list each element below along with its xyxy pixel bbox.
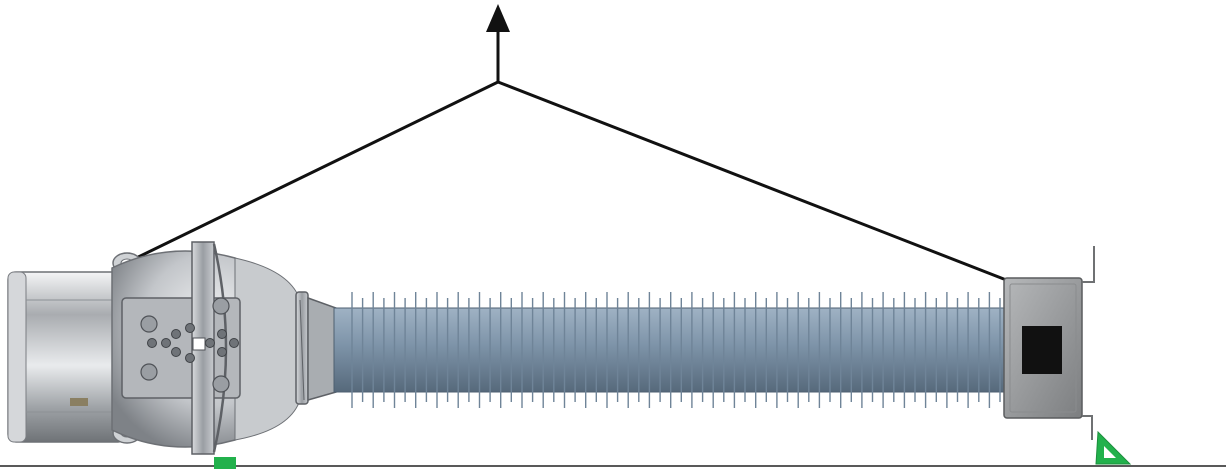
sling-left-leg bbox=[127, 80, 499, 264]
display-window bbox=[1022, 326, 1062, 374]
insulator-sheds bbox=[351, 292, 1001, 408]
flange-bolts bbox=[140, 297, 230, 393]
neck-flange bbox=[295, 291, 337, 405]
cylinder-housing bbox=[7, 271, 127, 443]
sling-right-leg bbox=[497, 80, 1015, 285]
front-flange-plate bbox=[121, 241, 241, 455]
triangle-support-inner bbox=[1104, 446, 1116, 458]
triangle-support-icon bbox=[1095, 430, 1132, 465]
square-support-icon bbox=[214, 457, 236, 469]
top-bracket bbox=[1082, 246, 1095, 283]
nameplate-icon bbox=[70, 398, 88, 406]
bottom-bracket bbox=[1082, 415, 1093, 440]
lifting-sling bbox=[127, 4, 1015, 285]
insulator-column bbox=[333, 292, 1011, 408]
terminal-studs bbox=[147, 323, 239, 363]
terminal-box bbox=[1003, 246, 1095, 440]
arrow-up-icon bbox=[486, 4, 510, 32]
center-terminal bbox=[192, 337, 206, 351]
